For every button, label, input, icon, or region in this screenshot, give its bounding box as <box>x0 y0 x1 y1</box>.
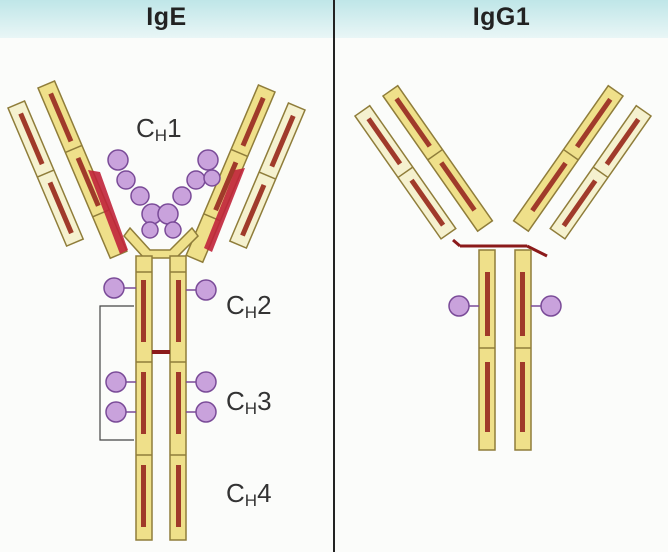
ige-ch3-glycans <box>105 371 217 423</box>
igg1-right-heavy-arm <box>512 84 625 233</box>
ige-header <box>0 0 333 38</box>
ige-ch2-glycans <box>103 277 217 301</box>
igg1-ch2-glycans <box>448 295 562 317</box>
ige-antibody-diagram <box>7 79 306 541</box>
ige-bracket <box>99 305 134 441</box>
igg1-left-light-chain <box>353 104 457 240</box>
igg1-left-heavy-arm <box>381 84 494 233</box>
igg1-title: IgG1 <box>472 3 531 31</box>
igg1-antibody-diagram <box>353 84 653 451</box>
ige-left-heavy-arm <box>37 79 128 260</box>
ige-left-light-chain <box>7 99 85 248</box>
ige-hinge <box>123 226 199 259</box>
ige-title: IgE <box>146 3 187 31</box>
ige-right-disulfide-link <box>204 168 245 252</box>
ige-fc-disulfide <box>152 350 170 354</box>
ige-right-light-chain <box>228 101 306 250</box>
ige-fc-stem <box>135 255 187 541</box>
panel-background <box>335 38 668 552</box>
igg1-panel: IgG1 <box>335 0 668 552</box>
ch1-label: CH1 <box>136 113 182 145</box>
ige-ch1-glycans <box>107 149 221 239</box>
igg1-right-light-chain <box>549 104 653 240</box>
ch2-label: CH2 <box>226 290 272 322</box>
ige-left-disulfide-link <box>88 170 128 254</box>
igg1-fc-stem <box>478 249 532 451</box>
ige-panel: IgE <box>0 0 335 552</box>
ch3-label: CH3 <box>226 386 272 418</box>
ch4-label: CH4 <box>226 478 272 510</box>
igg1-hinge-disulfides <box>452 238 548 258</box>
igg1-header <box>335 0 668 38</box>
